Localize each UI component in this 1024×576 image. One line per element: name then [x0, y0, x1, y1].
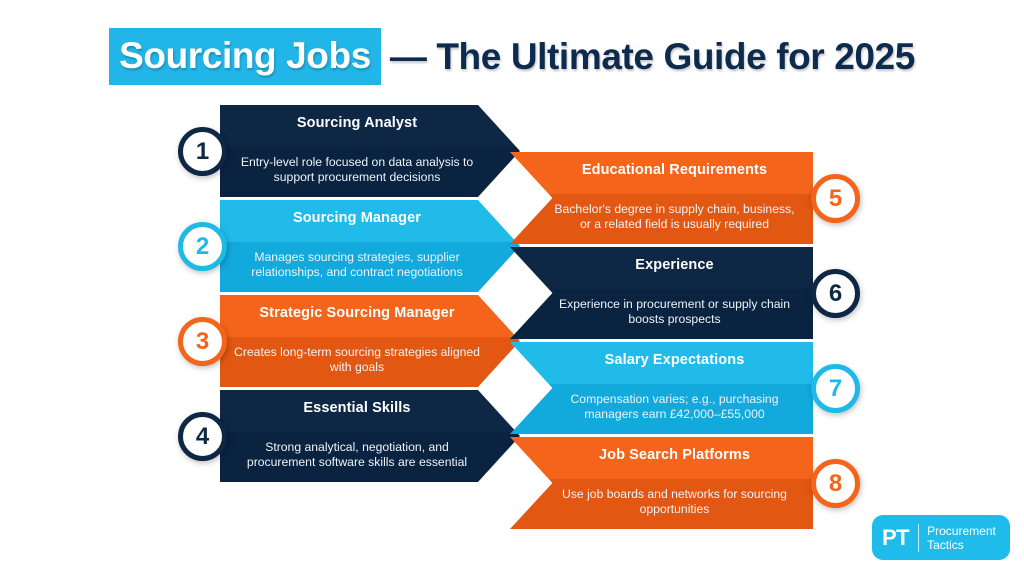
flow-step-header-band: [220, 390, 520, 432]
flow-step-arrow: [510, 342, 813, 434]
flow-step-description: Manages sourcing strategies, supplier re…: [251, 250, 463, 279]
flow-step-description: Bachelor's degree in supply chain, busin…: [554, 202, 795, 231]
flow-step-arrow: [220, 390, 520, 482]
flow-step-description: Use job boards and networks for sourcing…: [562, 487, 787, 516]
title-highlight: Sourcing Jobs: [109, 27, 381, 85]
flow-step-body-band: [220, 242, 520, 292]
flow-step-body-band: [220, 432, 520, 482]
flow-step-number-badge: 2: [178, 222, 227, 271]
flow-step-number-badge: 5: [811, 174, 860, 223]
flow-step-title: Strategic Sourcing Manager: [259, 305, 455, 321]
flow-step-arrow: [220, 105, 520, 197]
flow-step-number-badge: 4: [178, 412, 227, 461]
flow-step-arrow: [220, 200, 520, 292]
flow-step-body-band: [220, 147, 520, 197]
logo-divider: [918, 523, 920, 552]
flow-step-title: Sourcing Analyst: [296, 115, 418, 131]
flow-step-header-band: [220, 105, 520, 147]
flow-step-title: Sourcing Manager: [292, 210, 422, 226]
flow-step-header-band: [220, 200, 520, 242]
flow-step-number-badge: 8: [811, 459, 860, 508]
page-title: Sourcing Jobs — The Ultimate Guide for 2…: [0, 27, 1024, 85]
flow-step-description: Strong analytical, negotiation, and proc…: [246, 440, 468, 469]
flow-step-body-band: [510, 479, 813, 529]
flow-step-body-band: [510, 384, 813, 434]
flow-step-title: Essential Skills: [303, 400, 411, 416]
brand-logo: PT Procurement Tactics: [872, 515, 1010, 560]
flow-step-number-badge: 6: [811, 269, 860, 318]
logo-line-2: Tactics: [927, 537, 964, 552]
logo-monogram: PT: [882, 524, 910, 550]
flow-step-body-band: [510, 289, 813, 339]
flow-step-header-band: [510, 437, 813, 479]
flow-step-header-band: [510, 247, 813, 289]
flow-step-description: Experience in procurement or supply chai…: [558, 297, 790, 326]
flow-step-header-band: [220, 295, 520, 337]
flow-step-header-band: [510, 342, 813, 384]
flow-step-body-band: [510, 194, 813, 244]
logo-wordmark: Procurement Tactics: [919, 524, 996, 552]
flow-step-description: Entry-level role focused on data analysi…: [240, 155, 474, 184]
flow-step-description: Creates long-term sourcing strategies al…: [234, 345, 480, 374]
flow-step-title: Educational Requirements: [581, 162, 768, 178]
flow-step-header-band: [510, 152, 813, 194]
flow-step-arrow: [220, 295, 520, 387]
flow-step-number-badge: 1: [178, 127, 227, 176]
flow-step-number-badge: 7: [811, 364, 860, 413]
flow-step-title: Experience: [635, 257, 714, 273]
flow-step-number-badge: 3: [178, 317, 227, 366]
flow-step-arrow: [510, 247, 813, 339]
logo-line-1: Procurement: [927, 523, 996, 538]
title-rest: — The Ultimate Guide for 2025: [389, 35, 915, 77]
flow-step-arrow: [510, 152, 813, 244]
flow-step-title: Salary Expectations: [604, 352, 745, 368]
flow-step-body-band: [220, 337, 520, 387]
flow-step-title: Job Search Platforms: [598, 447, 751, 463]
flow-step-description: Compensation varies; e.g., purchasing ma…: [570, 392, 779, 421]
flow-step-arrow: [510, 437, 813, 529]
